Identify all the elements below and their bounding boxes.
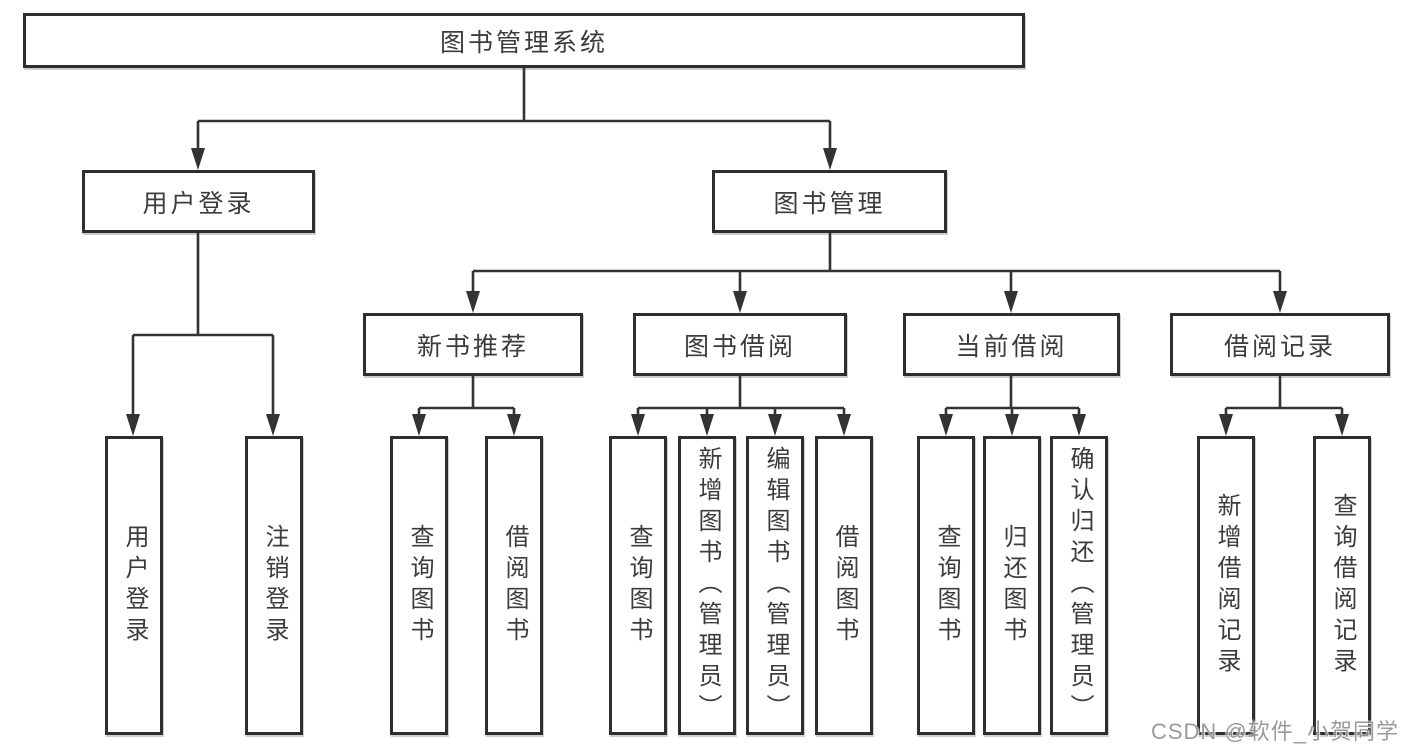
leaf-user-login: 用户登录 xyxy=(105,436,163,735)
leaf-br-query-record: 查询借阅记录 xyxy=(1313,436,1371,735)
leaf-logout: 注销登录 xyxy=(245,436,303,735)
leaf-br-add-record: 新增借阅记录 xyxy=(1197,436,1255,735)
connector-path xyxy=(131,68,1344,418)
node-book-borrow: 图书借阅 xyxy=(633,313,847,376)
leaf-bb-edit-book-admin: 编辑图书（管理员） xyxy=(746,436,804,735)
leaf-bb-borrow-book: 借阅图书 xyxy=(815,436,873,735)
leaf-cb-return-book: 归还图书 xyxy=(983,436,1041,735)
leaf-rec-query-book: 查询图书 xyxy=(390,436,448,735)
leaf-cb-query-book: 查询图书 xyxy=(917,436,975,735)
node-new-book-recommend: 新书推荐 xyxy=(363,313,583,376)
node-current-borrow: 当前借阅 xyxy=(903,313,1120,376)
leaf-cb-confirm-return-admin: 确认归还（管理员） xyxy=(1050,436,1108,735)
arrowheads xyxy=(126,148,1349,436)
leaf-rec-borrow-book: 借阅图书 xyxy=(485,436,543,735)
node-book-management: 图书管理 xyxy=(712,170,947,233)
node-user-login: 用户登录 xyxy=(82,170,315,233)
node-root-system: 图书管理系统 xyxy=(23,13,1025,68)
node-borrow-records: 借阅记录 xyxy=(1170,313,1390,376)
csdn-watermark: CSDN @软件_小贺同学 xyxy=(1150,719,1399,744)
leaf-bb-add-book-admin: 新增图书（管理员） xyxy=(678,436,736,735)
leaf-bb-query-book: 查询图书 xyxy=(609,436,667,735)
